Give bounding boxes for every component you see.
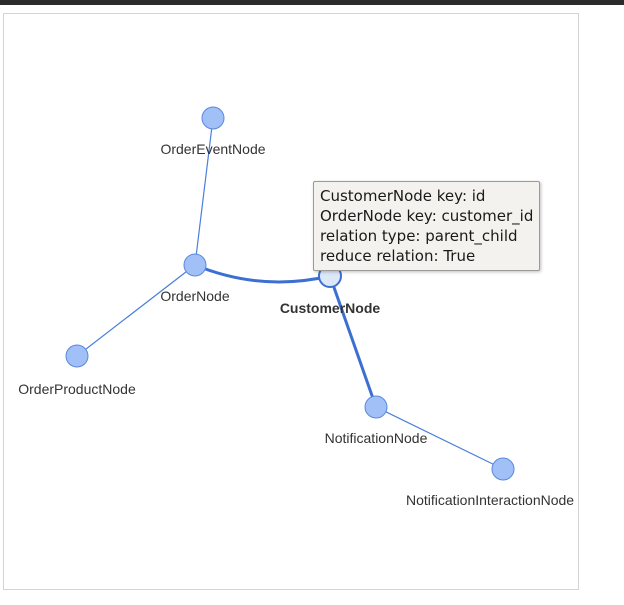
tooltip-line-relation-type: relation type: parent_child: [320, 227, 518, 245]
node-ordernode[interactable]: OrderNode: [160, 253, 230, 304]
node-circle[interactable]: [201, 106, 225, 130]
node-notificationnode[interactable]: NotificationNode: [325, 395, 428, 446]
edge-ordernode-ordereventnode[interactable]: [194, 117, 214, 266]
node-notificationinteractionnode[interactable]: NotificationInteractionNode: [406, 457, 574, 508]
node-label-ordernode: OrderNode: [160, 288, 229, 304]
edge-customernode-ordernode[interactable]: [194, 263, 331, 284]
node-orderproductnode[interactable]: OrderProductNode: [18, 344, 136, 397]
window-top-bar: [0, 0, 624, 5]
node-ordereventnode[interactable]: OrderEventNode: [160, 106, 266, 157]
graph-svg[interactable]: OrderEventNode OrderNode OrderProductNod…: [4, 14, 578, 589]
node-label-customernode: CustomerNode: [280, 300, 381, 316]
node-customernode[interactable]: CustomerNode: [280, 264, 381, 316]
edge-customernode-notificationnode[interactable]: [328, 275, 378, 408]
node-label-orderproductnode: OrderProductNode: [18, 381, 136, 397]
tooltip-line-reduce-relation: reduce relation: True: [320, 247, 476, 265]
graph-canvas[interactable]: OrderEventNode OrderNode OrderProductNod…: [3, 13, 579, 590]
node-label-notificationinteractionnode: NotificationInteractionNode: [406, 492, 574, 508]
node-circle[interactable]: [364, 395, 388, 419]
node-circle[interactable]: [65, 344, 89, 368]
edge-notificationnode-notificationinteractionnode[interactable]: [375, 406, 504, 470]
node-circle[interactable]: [491, 457, 515, 481]
node-label-notificationnode: NotificationNode: [325, 430, 428, 446]
tooltip-line-child-key: OrderNode key: customer_id: [320, 207, 534, 225]
edge-ordernode-orderproductnode[interactable]: [76, 264, 196, 357]
node-label-ordereventnode: OrderEventNode: [160, 141, 265, 157]
node-circle[interactable]: [183, 253, 207, 277]
tooltip-line-parent-key: CustomerNode key: id: [320, 187, 486, 205]
edge-tooltip: CustomerNode key: id OrderNode key: cust…: [313, 181, 541, 271]
